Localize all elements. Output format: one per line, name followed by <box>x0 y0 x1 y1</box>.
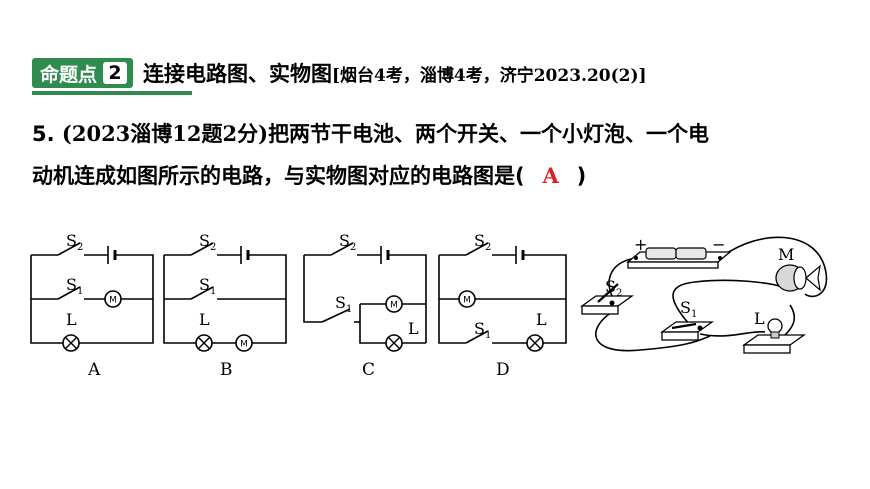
option-d-caption: D <box>496 360 510 380</box>
lamp-symbol-icon <box>385 334 403 352</box>
physical-s2-sub: 2 <box>616 288 622 299</box>
label-s1: S <box>199 275 210 294</box>
label-l: L <box>199 310 210 329</box>
physical-circuit: + − S 2 S 1 M L <box>579 235 828 354</box>
physical-s2-label: S <box>605 277 616 296</box>
label-s2: S <box>474 231 485 250</box>
topic-tag-number: 2 <box>103 62 128 84</box>
question-line-2: 动机连成如图所示的电路，与实物图对应的电路图是( A) <box>32 160 586 190</box>
label-s1: S <box>335 293 346 312</box>
label-l: L <box>66 310 77 329</box>
label-s2: S <box>339 231 350 250</box>
label-s2-sub: 2 <box>210 242 216 253</box>
question-text-2: 动机连成如图所示的电路，与实物图对应的电路图是( <box>32 164 525 188</box>
physical-lamp-label: L <box>754 309 765 328</box>
question-source: (2023淄博12题2分) <box>61 121 269 146</box>
section-title: 连接电路图、实物图 <box>143 62 333 86</box>
circuit-a: S 2 S 1 L A <box>30 231 154 380</box>
label-s1-sub: 1 <box>346 304 352 315</box>
motor-symbol-icon <box>235 334 253 352</box>
section-header: 命题点 2 连接电路图、实物图 [烟台4考，淄博4考，济宁2023.20(2)] <box>32 55 647 91</box>
lamp-symbol-icon <box>195 334 213 352</box>
motor-symbol-icon <box>458 290 476 308</box>
topic-tag: 命题点 2 <box>32 58 134 88</box>
answer-mark: A <box>542 163 559 188</box>
label-s1-sub: 1 <box>77 286 83 297</box>
question-number: 5. <box>32 122 55 146</box>
motor-symbol-icon <box>104 290 122 308</box>
physical-s1-sub: 1 <box>691 309 697 320</box>
question-text-1: 把两节干电池、两个开关、一个小灯泡、一个电 <box>268 122 710 146</box>
label-s2-sub: 2 <box>77 242 83 253</box>
label-l: L <box>408 319 419 338</box>
lamp-symbol-icon <box>526 334 544 352</box>
topic-tag-label: 命题点 <box>40 63 98 86</box>
option-a-caption: A <box>87 360 101 380</box>
label-l: L <box>536 310 547 329</box>
option-b-caption: B <box>220 360 233 380</box>
physical-motor-label: M <box>778 245 794 264</box>
lamp-symbol-icon <box>62 334 80 352</box>
label-s2: S <box>199 231 210 250</box>
battery-plus: + <box>634 235 647 254</box>
question-line-1: 5. (2023淄博12题2分)把两节干电池、两个开关、一个小灯泡、一个电 <box>32 118 709 148</box>
label-s1-sub: 1 <box>210 286 216 297</box>
label-s1: S <box>66 275 77 294</box>
label-s2: S <box>66 231 77 250</box>
label-s2-sub: 2 <box>350 242 356 253</box>
label-s1-sub: 1 <box>485 330 491 341</box>
label-s2-sub: 2 <box>485 242 491 253</box>
circuit-b: S 2 S 1 L B <box>163 231 287 380</box>
question-text-end: ) <box>576 164 587 188</box>
header-underline <box>32 91 192 95</box>
label-s1: S <box>474 319 485 338</box>
physical-s1-label: S <box>680 298 691 317</box>
circuit-c: S 2 S 1 L C <box>303 231 427 380</box>
circuit-d: S 2 S 1 L D <box>438 231 567 380</box>
motor-symbol-icon <box>385 295 403 313</box>
option-c-caption: C <box>362 360 375 380</box>
section-source: [烟台4考，淄博4考，济宁2023.20(2)] <box>332 65 647 86</box>
battery-minus: − <box>712 235 725 254</box>
